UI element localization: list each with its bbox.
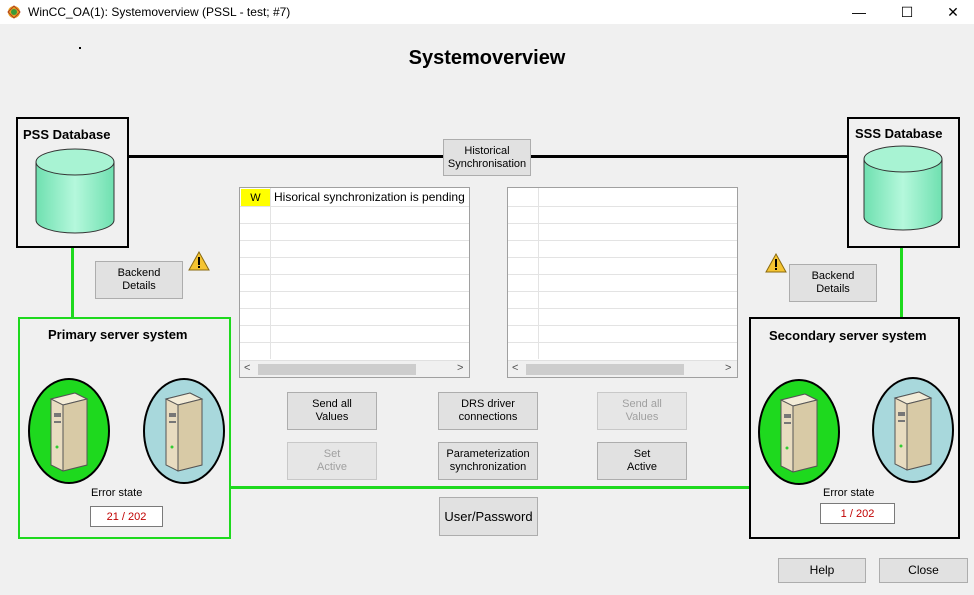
close-icon: ✕ — [947, 3, 959, 20]
wincc-app-icon — [7, 5, 21, 19]
help-button[interactable]: Help — [778, 558, 866, 583]
scroll-thumb[interactable] — [258, 364, 416, 375]
window-titlebar: WinCC_OA(1): Systemoverview (PSSL - test… — [0, 0, 974, 24]
warning-icon-left — [188, 251, 210, 271]
page-title: Systemoverview — [408, 47, 566, 69]
stray-dot — [79, 47, 81, 49]
minimize-icon: — — [852, 4, 866, 20]
primary-server-active-icon[interactable] — [27, 377, 111, 485]
secondary-error-value: 1 / 202 — [820, 503, 895, 524]
pss-database-label: PSS Database — [23, 127, 111, 142]
left-alert-table[interactable]: W Hisorical synchronization is pending <… — [239, 187, 470, 378]
sss-link-line — [900, 246, 903, 318]
user-password-button[interactable]: User/Password — [439, 497, 538, 536]
secondary-server-standby-icon[interactable] — [871, 376, 955, 484]
scroll-right-icon[interactable]: > — [725, 362, 732, 374]
sss-database-label: SSS Database — [855, 126, 943, 141]
send-all-values-right-button[interactable]: Send all Values — [597, 392, 687, 430]
right-table-scrollbar[interactable]: < > — [508, 360, 737, 377]
scroll-left-icon[interactable]: < — [512, 362, 519, 374]
secondary-server-label: Secondary server system — [769, 328, 927, 343]
warning-icon-right — [765, 253, 787, 273]
primary-error-label: Error state — [91, 487, 143, 499]
backend-details-right-button[interactable]: Backend Details — [789, 264, 877, 302]
secondary-server-active-icon[interactable] — [757, 378, 841, 486]
sss-database-icon — [863, 145, 943, 231]
drs-driver-connections-button[interactable]: DRS driver connections — [438, 392, 538, 430]
right-alert-table[interactable]: < > — [507, 187, 738, 378]
minimize-button[interactable]: — — [836, 0, 882, 24]
primary-server-label: Primary server system — [48, 327, 188, 342]
primary-error-value: 21 / 202 — [90, 506, 163, 527]
historical-sync-button[interactable]: Historical Synchronisation — [443, 139, 531, 176]
alert-message-cell: Hisorical synchronization is pending — [274, 190, 465, 204]
send-all-values-left-button[interactable]: Send all Values — [287, 392, 377, 430]
scroll-left-icon[interactable]: < — [244, 362, 251, 374]
secondary-error-label: Error state — [823, 487, 875, 499]
set-active-left-button[interactable]: Set Active — [287, 442, 377, 480]
server-link-line — [229, 486, 751, 489]
pss-database-icon — [35, 148, 115, 234]
window-title: WinCC_OA(1): Systemoverview (PSSL - test… — [28, 5, 291, 19]
left-table-scrollbar[interactable]: < > — [240, 360, 469, 377]
parameterization-sync-button[interactable]: Parameterization synchronization — [438, 442, 538, 480]
pss-link-line — [71, 246, 74, 318]
maximize-button[interactable]: ☐ — [884, 0, 930, 24]
scroll-right-icon[interactable]: > — [457, 362, 464, 374]
close-button[interactable]: Close — [879, 558, 968, 583]
alert-type-cell: W — [241, 189, 270, 206]
primary-server-standby-icon[interactable] — [142, 377, 226, 485]
scroll-thumb[interactable] — [526, 364, 684, 375]
backend-details-left-button[interactable]: Backend Details — [95, 261, 183, 299]
close-window-button[interactable]: ✕ — [930, 0, 974, 24]
set-active-right-button[interactable]: Set Active — [597, 442, 687, 480]
maximize-icon: ☐ — [900, 3, 914, 20]
